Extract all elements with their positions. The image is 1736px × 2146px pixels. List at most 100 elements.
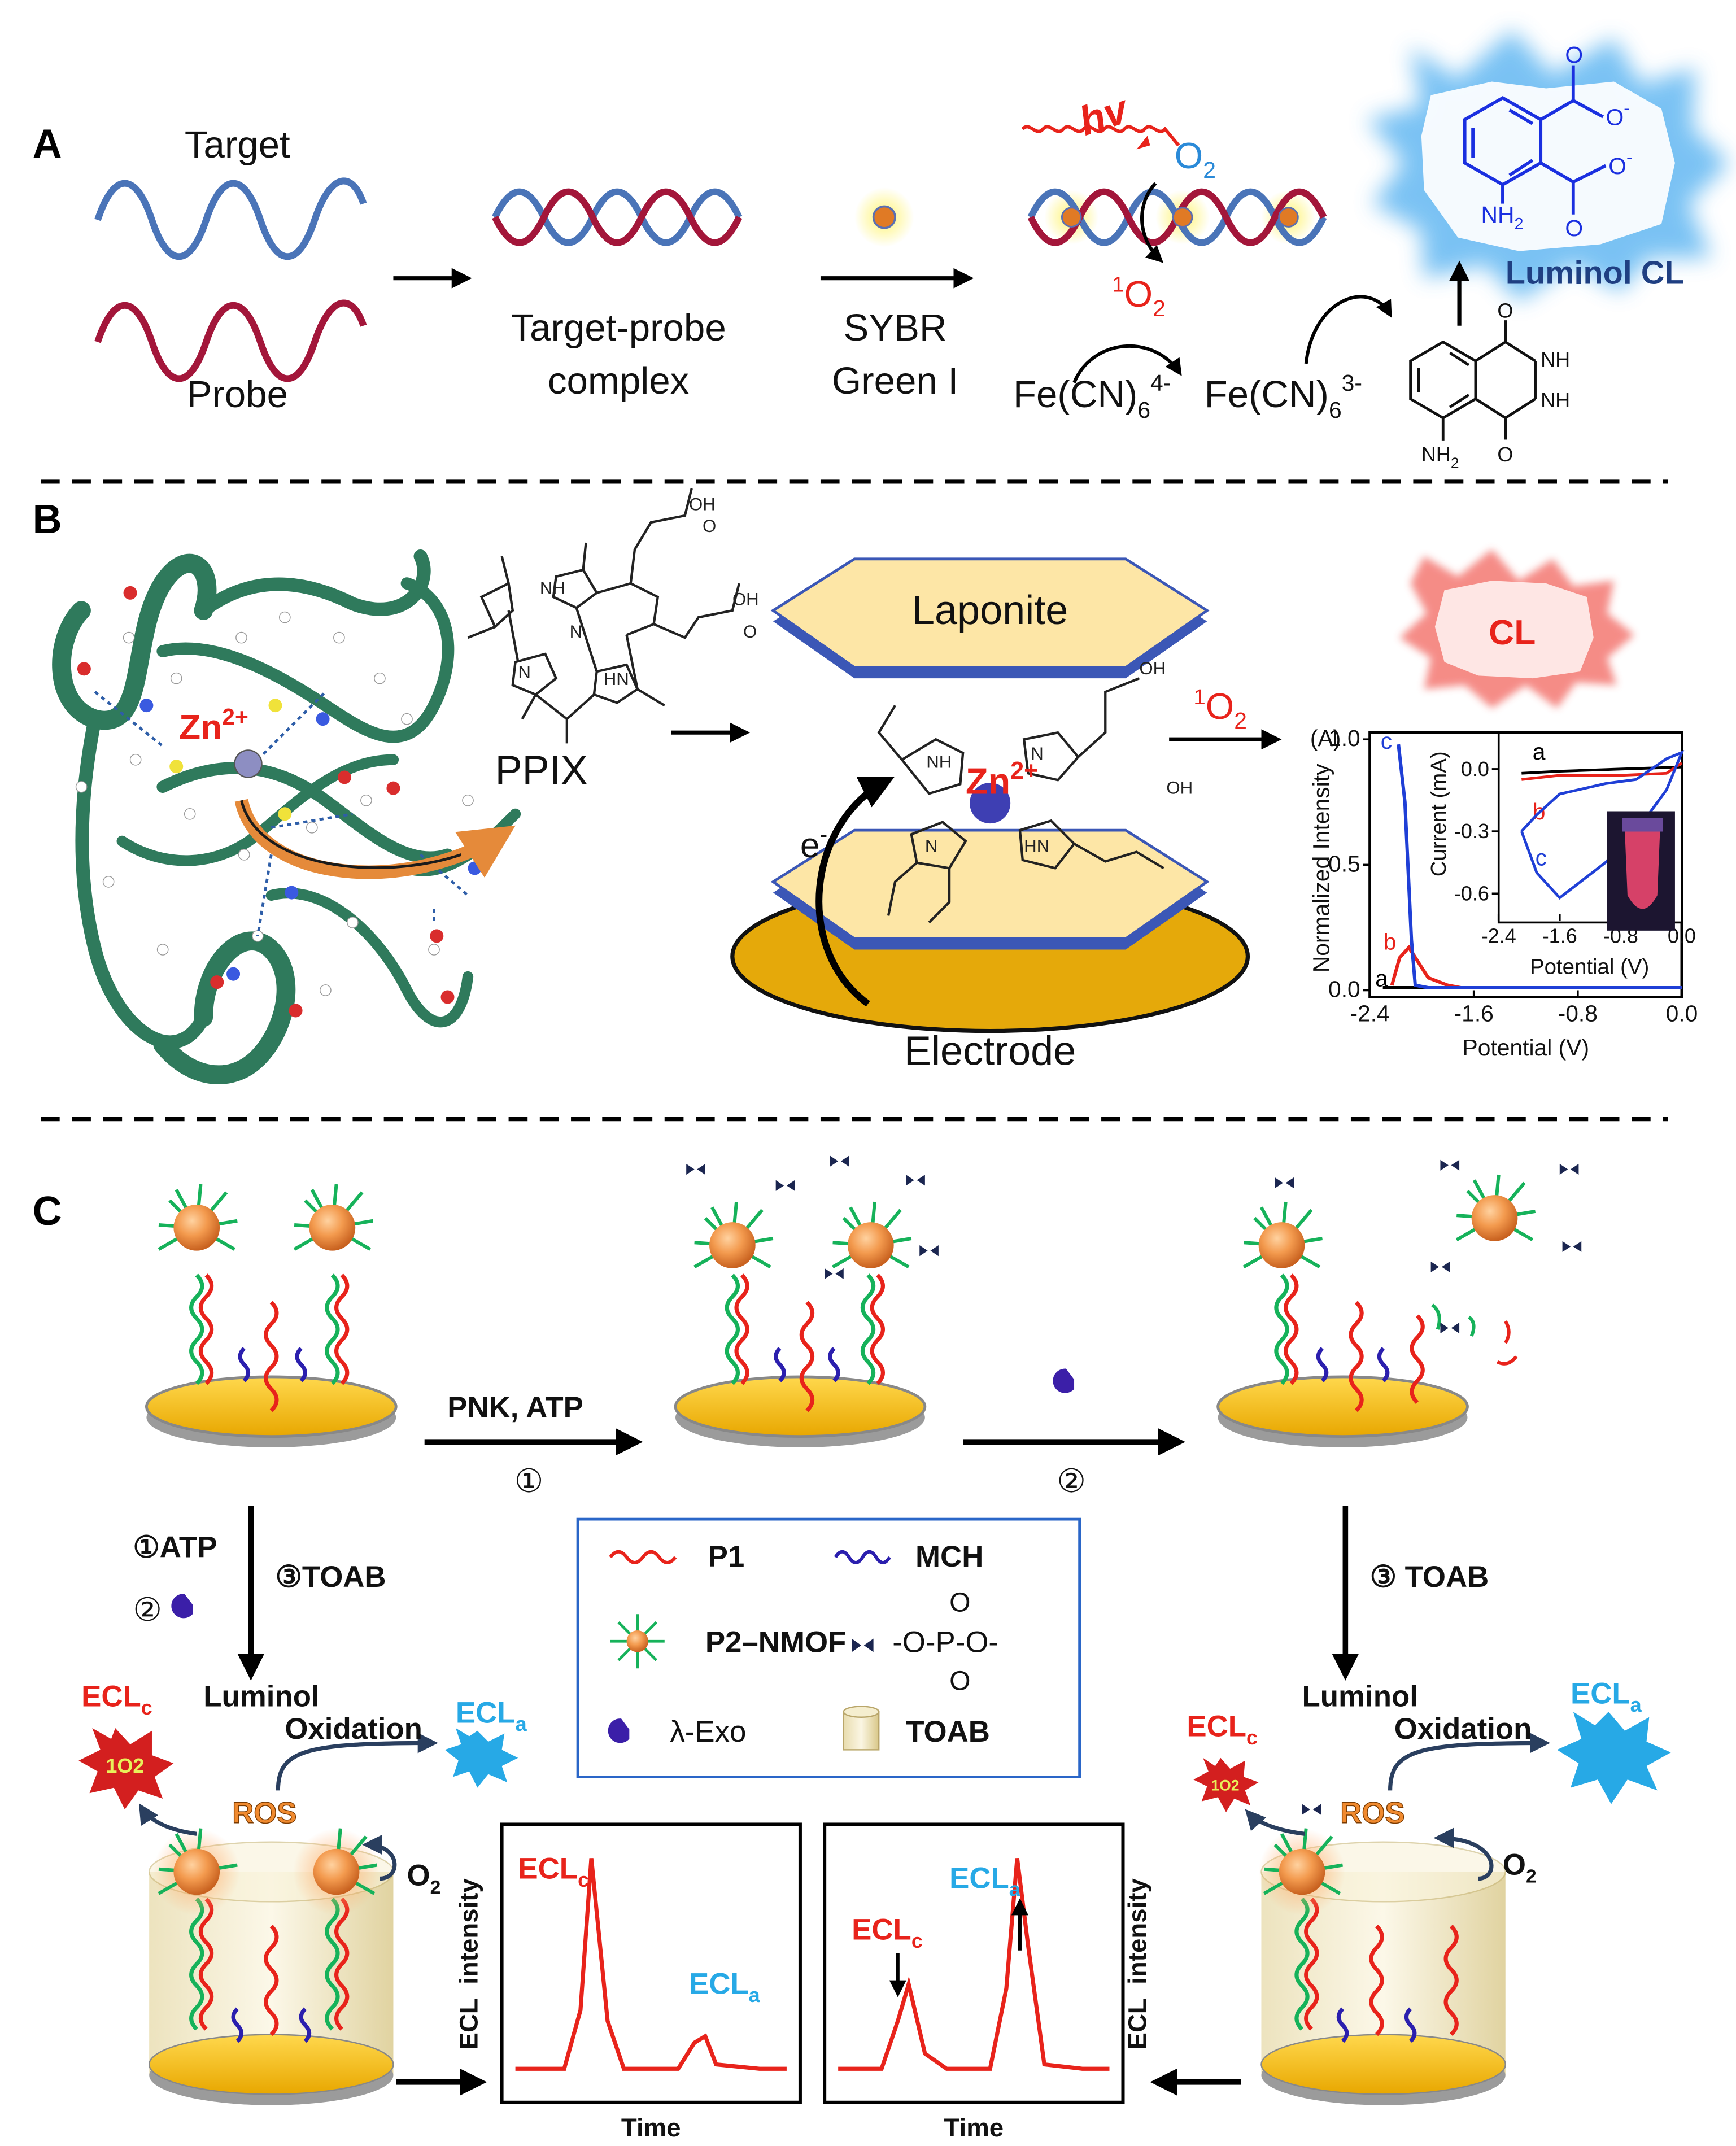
svg-text:NH: NH (926, 752, 952, 772)
phosphate-legend-icon (852, 1638, 874, 1652)
target-probe-duplex (492, 188, 743, 246)
series-label-inset-a: a (1533, 739, 1546, 765)
ecl-c-burst-right (1193, 1757, 1259, 1812)
svg-text:NH: NH (1541, 389, 1570, 412)
series-label-inset-c: c (1536, 845, 1547, 871)
toab-legend-icon-top (843, 1706, 880, 1718)
chart-b-title: (A) (1310, 725, 1341, 751)
ecl-a-burst-right (1556, 1712, 1671, 1804)
oxidation-label-right: Oxidation (1394, 1712, 1532, 1746)
series-label-b-a: a (1375, 965, 1388, 991)
laponite-label: Laponite (912, 588, 1068, 633)
zn-ppix-labels: NH N N HN OH OH (925, 658, 1193, 856)
hv-wave-icon (1021, 125, 1180, 147)
y-tick-label: 0.0 (1461, 757, 1489, 780)
svg-text:NH: NH (540, 578, 565, 598)
nmof-ball-icon (173, 1204, 220, 1251)
zn-atom-icon (234, 749, 263, 778)
luminol-structure (1409, 320, 1537, 441)
x-tick-label: -1.6 (1454, 1001, 1494, 1027)
series-line-inset-b (1521, 762, 1683, 781)
complex-label-2: complex (548, 360, 689, 402)
fe-conversion-arrow (1072, 344, 1182, 383)
scene-c1 (145, 1184, 398, 1447)
svg-text:HN: HN (1024, 836, 1049, 856)
o2-conversion-arrow (1140, 182, 1164, 263)
series-label-b-b: b (1384, 928, 1397, 954)
chart-b-xlabel: Potential (V) (1462, 1035, 1589, 1061)
ppix-label: PPIX (495, 748, 588, 793)
sybr-label-1: SYBR (843, 307, 946, 349)
singlet-in-burst-right: 1O2 (1211, 1777, 1240, 1794)
zn-label-protein: Zn2+ (179, 704, 248, 747)
electron-arrow (815, 777, 895, 1007)
laponite-bottom-layer (770, 828, 1210, 950)
fe-left: Fe(CN)64- (1013, 370, 1171, 423)
ecl-box-left-ecl-c: ECLc (518, 1852, 589, 1891)
ecl-c-burst-left (78, 1728, 174, 1810)
toab-legend-icon (843, 1711, 880, 1751)
panel-a: A Target Probe Target-probe complex SYBR… (33, 30, 1729, 472)
complex-label-1: Target-probe (511, 307, 726, 349)
series-label-b-c: c (1381, 728, 1392, 754)
ecl-box-right: ECLc ECLa Time ECL intensity (823, 1822, 1151, 2142)
svg-text:O: O (703, 516, 716, 536)
cl-label: CL (1489, 613, 1536, 652)
right-step3-label: ③ TOAB (1370, 1560, 1489, 1594)
ecl-box-left-ecl-a: ECLa (689, 1968, 761, 2007)
series-line-ecl-left-ECLc (515, 1858, 787, 2071)
oxidation-label-left: Oxidation (285, 1712, 422, 1746)
cl-burst-core (1434, 581, 1594, 679)
left-step1-label: ①ATP (133, 1530, 217, 1564)
series-line-ecl-right-ECLcECLa (838, 1858, 1110, 2071)
y-tick-label: 1.0 (1328, 725, 1360, 751)
x-tick-label: -2.4 (1350, 1001, 1389, 1027)
step1-label: ① (514, 1463, 544, 1499)
scene-c-bottom-right (1258, 1804, 1506, 2105)
svg-text:O: O (1565, 42, 1583, 68)
exo-icon (1053, 1368, 1075, 1393)
zn-ppix-structure (877, 677, 1164, 923)
target-label: Target (185, 124, 290, 166)
ecl-box-right-ylabel: ECL intensity (1123, 1878, 1151, 2050)
scene-c3 (1216, 1159, 1582, 1447)
legend-p2: P2–NMOF (705, 1625, 847, 1659)
ecl-box-left-ylabel: ECL intensity (454, 1878, 483, 2050)
panel-a-letter: A (33, 121, 62, 167)
ecl-box-left-xlabel: Time (621, 2113, 681, 2142)
y-tick-label: 0.5 (1328, 850, 1360, 876)
target-strand (94, 177, 367, 260)
hv-arrowhead (1136, 136, 1150, 150)
singlet-o2-b: 1O2 (1193, 685, 1247, 734)
svg-text:O-: O- (1606, 98, 1629, 130)
legend-toab: TOAB (906, 1715, 990, 1748)
probe-label: Probe (187, 373, 288, 416)
svg-text:N: N (570, 622, 583, 642)
legend-phosphate-o-top: O (949, 1587, 970, 1617)
chart-b-ylabel: Normalized Intensity (1308, 764, 1334, 972)
nmof-ball-icon-5 (1258, 1222, 1305, 1268)
luminol-labels: O NH NH O NH2 (1421, 299, 1570, 472)
sybr-label-2: Green I (832, 360, 958, 402)
ros-to-eclc-arrow-right (1245, 1809, 1305, 1836)
aminophthalate-labels: O O- O- O NH2 (1481, 42, 1633, 241)
ecl-c-label-right: ECLc (1187, 1709, 1258, 1748)
nmof-ball-icon-2 (309, 1204, 356, 1251)
x-tick-label: -2.4 (1481, 924, 1516, 947)
svg-text:N: N (518, 662, 531, 682)
legend-box (576, 1517, 1081, 1778)
luminol-cl-label: Luminol CL (1506, 255, 1685, 291)
free-fragment (1496, 1320, 1518, 1366)
scene-c2 (674, 1155, 939, 1447)
luminol-oxidation-arrow-right (1388, 1733, 1550, 1791)
ecl-box-right-ecl-c: ECLc (852, 1913, 923, 1952)
nmof-ball-icon-8 (313, 1848, 360, 1895)
ecl-box-right-ecl-a: ECLa (949, 1861, 1021, 1900)
probe-strand (94, 299, 367, 382)
nmof-ball-icon-6 (1471, 1195, 1518, 1241)
svg-text:N: N (925, 836, 938, 856)
laponite-top-layer (770, 557, 1210, 679)
panel-c-letter: C (33, 1189, 62, 1234)
nmof-ball-icon-7 (173, 1848, 220, 1895)
